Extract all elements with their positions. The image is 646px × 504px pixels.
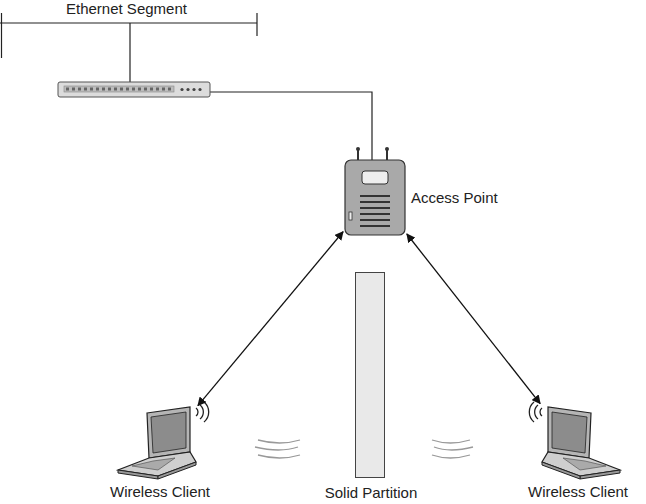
switch-port: [90, 88, 93, 91]
switch-port: [132, 88, 135, 91]
switch-port: [84, 88, 87, 91]
wireless-client: Wireless Client: [140, 405, 196, 478]
switch-port: [66, 88, 69, 91]
switch-port: [78, 88, 81, 91]
switch-port: [150, 88, 153, 91]
segment-label: Ethernet Segment: [66, 1, 187, 17]
node-label: Wireless Client: [110, 484, 210, 500]
node-label: Access Point: [411, 190, 498, 206]
laptop-icon: [118, 402, 209, 479]
switch-port: [156, 88, 159, 91]
switch-port: [102, 88, 105, 91]
switch-port: [96, 88, 99, 91]
access-point-device: [345, 147, 405, 235]
switch-port: [168, 88, 171, 91]
wireless-link-arrow: [198, 232, 343, 406]
switch-port: [144, 88, 147, 91]
ethernet-bus: [0, 13, 372, 160]
wireless-client: Wireless Client: [542, 405, 598, 478]
switch-port: [108, 88, 111, 91]
access-point: Access Point: [345, 150, 405, 237]
switch-port: [72, 88, 75, 91]
node-label: Solid Partition: [325, 485, 418, 501]
switch-port: [162, 88, 165, 91]
node-label: Wireless Client: [528, 484, 628, 500]
solid-partition: Solid Partition: [355, 272, 385, 478]
switch-port: [114, 88, 117, 91]
wireless-link-arrow: [407, 234, 540, 404]
switch-port: [138, 88, 141, 91]
laptop-icon: [529, 402, 620, 479]
switch-port: [120, 88, 123, 91]
switch-port: [126, 88, 129, 91]
switch-device: [58, 82, 210, 97]
